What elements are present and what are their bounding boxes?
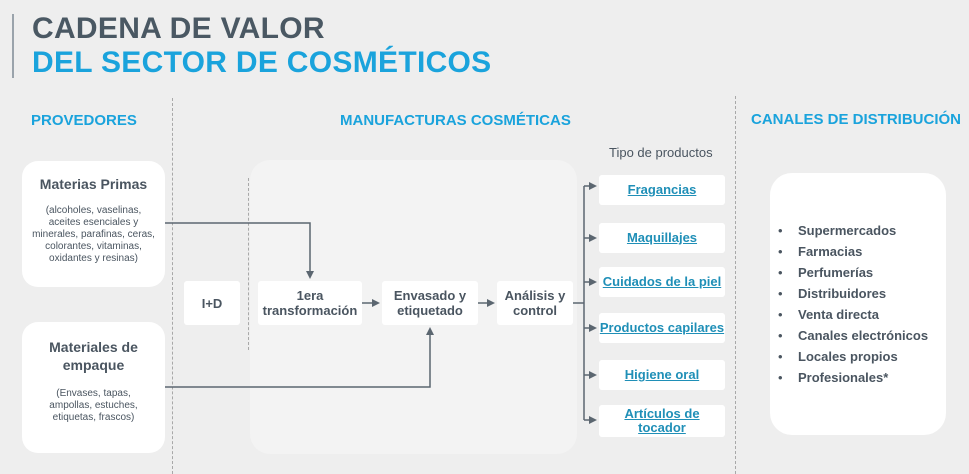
distribution-list: •Supermercados •Farmacias •Perfumerías •…	[778, 220, 946, 388]
distribution-item: •Perfumerías	[778, 265, 874, 280]
card-raw-materials: Materias Primas (alcoholes, vaselinas, a…	[22, 161, 165, 287]
products-heading: Tipo de productos	[609, 145, 713, 160]
distribution-item: •Venta directa	[778, 307, 879, 322]
distribution-item: •Locales propios	[778, 349, 898, 364]
distribution-item: •Farmacias	[778, 244, 863, 259]
divider-rd	[248, 178, 249, 350]
product-fragrances[interactable]: Fragancias	[599, 175, 725, 205]
page-title-line-2: DEL SECTOR DE COSMÉTICOS	[32, 46, 492, 79]
section-header-manufacturing: MANUFACTURAS COSMÉTICAS	[340, 112, 571, 129]
distribution-item: •Canales electrónicos	[778, 328, 929, 343]
box-analysis-control: Análisis y control	[497, 281, 573, 325]
product-makeup[interactable]: Maquillajes	[599, 223, 725, 253]
product-toiletries[interactable]: Artículos de tocador	[599, 405, 725, 437]
raw-materials-title: Materias Primas	[39, 176, 148, 192]
distribution-item: •Profesionales*	[778, 370, 889, 385]
product-oral-hygiene[interactable]: Higiene oral	[599, 360, 725, 390]
box-rd: I+D	[184, 281, 240, 325]
product-hair[interactable]: Productos capilares	[599, 313, 725, 343]
distribution-item: •Distribuidores	[778, 286, 887, 301]
box-packaging-labeling: Envasado y etiquetado	[382, 281, 478, 325]
divider-providers	[172, 98, 173, 474]
card-distribution: •Supermercados •Farmacias •Perfumerías •…	[770, 173, 946, 435]
raw-materials-desc: (alcoholes, vaselinas, aceites esenciale…	[32, 205, 155, 264]
distribution-item: •Supermercados	[778, 223, 897, 238]
product-skin-care[interactable]: Cuidados de la piel	[599, 267, 725, 297]
section-header-providers: PROVEDORES	[31, 112, 137, 129]
section-header-distribution: CANALES DE DISTRIBUCIÓN	[751, 111, 962, 128]
packaging-desc: (Envases, tapas, ampollas, estuches, eti…	[49, 388, 138, 423]
title-accent-bar	[12, 14, 14, 78]
box-first-transformation: 1era transformación	[258, 281, 362, 325]
card-packaging: Materiales de empaque (Envases, tapas, a…	[22, 322, 165, 453]
page-title-line-1: CADENA DE VALOR	[32, 12, 325, 45]
packaging-title: Materiales de empaque	[49, 339, 138, 373]
divider-distribution	[735, 96, 736, 474]
